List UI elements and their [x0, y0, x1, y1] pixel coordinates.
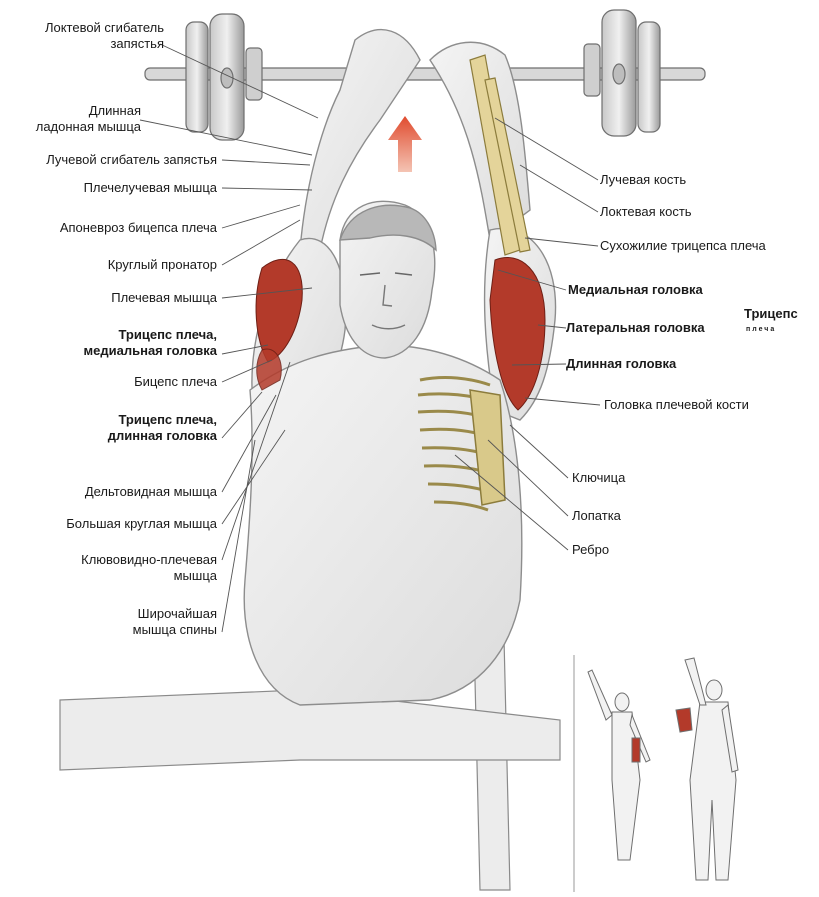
label-latissimus-dorsi: Широчайшая мышца спины [133, 606, 217, 638]
up-arrow-icon [388, 116, 422, 172]
label-radius: Лучевая кость [600, 172, 686, 188]
triceps-group-title: Трицепс [744, 306, 798, 322]
label-teres-major: Большая круглая мышца [66, 516, 217, 532]
label-ulna: Локтевая кость [600, 204, 692, 220]
barbell [145, 10, 705, 140]
inset-panel [574, 655, 738, 892]
label-brachioradialis: Плечелучевая мышца [84, 180, 217, 196]
inset-figure-front [676, 658, 738, 880]
label-long-head: Длинная головка [566, 356, 676, 372]
triceps-group-subtitle: плеча [746, 322, 776, 338]
label-triceps-long-head: Трицепс плеча, длинная головка [108, 412, 217, 444]
label-bicipital-aponeurosis: Апоневроз бицепса плеча [60, 220, 217, 236]
label-lateral-head: Латеральная головка [566, 320, 705, 336]
label-rib: Ребро [572, 542, 609, 558]
label-triceps-tendon: Сухожилие трицепса плеча [600, 238, 766, 254]
label-brachialis: Плечевая мышца [111, 290, 217, 306]
label-deltoid: Дельтовидная мышца [85, 484, 217, 500]
label-pronator-teres: Круглый пронатор [108, 257, 217, 273]
label-flexor-carpi-radialis: Лучевой сгибатель запястья [46, 152, 217, 168]
label-scapula: Лопатка [572, 508, 621, 524]
label-humerus-head: Головка плечевой кости [604, 397, 749, 413]
label-coracobrachialis: Клювовидно-плечевая мышца [81, 552, 217, 584]
head [340, 201, 436, 358]
label-medial-head: Медиальная головка [568, 282, 703, 298]
label-palmaris-longus: Длинная ладонная мышца [36, 103, 141, 135]
label-triceps-medial-head: Трицепс плеча, медиальная головка [84, 327, 217, 359]
inset-figure-back [588, 670, 650, 860]
label-flexor-carpi-ulnaris: Локтевой сгибатель запястья [45, 20, 164, 52]
label-biceps: Бицепс плеча [134, 374, 217, 390]
label-clavicle: Ключица [572, 470, 625, 486]
